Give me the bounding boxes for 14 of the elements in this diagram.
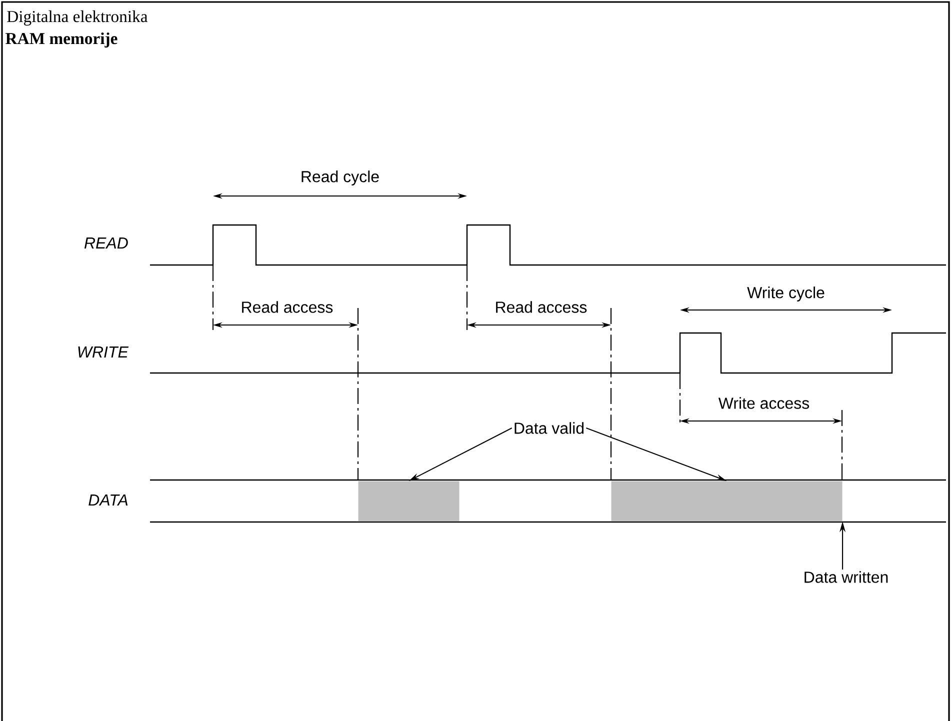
- title: RAM memorije: [6, 32, 118, 48]
- signal-name: WRITE: [78, 346, 129, 358]
- dimension-label: Write access: [718, 397, 810, 409]
- dimension-label: Read access: [496, 301, 587, 313]
- valid-data-block: [358, 481, 460, 522]
- signal-name: READ: [84, 238, 128, 248]
- callout-text: Data valid: [514, 422, 584, 434]
- subtitle: Digitalna elektronika: [7, 10, 148, 26]
- signal-name: DATA: [88, 494, 128, 506]
- dimension-label: Write cycle: [747, 286, 824, 302]
- dimension-label: Read cycle: [302, 170, 379, 186]
- callout-text: Data written: [804, 571, 888, 583]
- dimension-label: Read access: [242, 301, 333, 313]
- valid-data-block: [611, 481, 842, 522]
